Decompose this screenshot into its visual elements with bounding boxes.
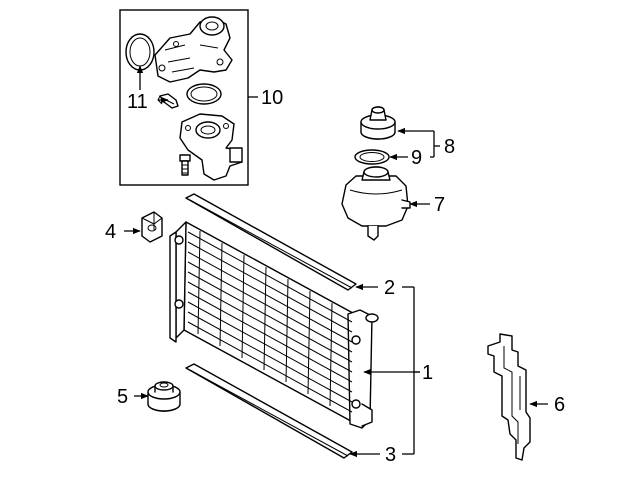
pump-gasket	[186, 83, 222, 105]
cap-seal	[354, 149, 390, 165]
air-deflector	[487, 333, 531, 461]
water-pump-housing	[154, 16, 233, 83]
callout-11: 11	[127, 91, 148, 113]
callout-9: 9	[411, 147, 422, 169]
lower-mount-bushing	[147, 381, 181, 412]
callout-2: 2	[384, 277, 395, 299]
callout-7: 7	[434, 194, 445, 216]
callout-8: 8	[444, 136, 455, 158]
thermostat-housing	[179, 113, 243, 181]
callout-4: 4	[105, 221, 116, 243]
mount-bushing	[141, 211, 163, 243]
pump-o-ring	[125, 33, 155, 71]
callout-3: 3	[385, 444, 396, 466]
leader-lines	[124, 65, 548, 458]
callout-5: 5	[117, 386, 128, 408]
coolant-reservoir	[341, 166, 411, 241]
callout-10: 10	[261, 87, 283, 109]
callout-6: 6	[554, 394, 565, 416]
radiator	[169, 221, 379, 429]
reservoir-cap	[360, 106, 396, 140]
thermostat-bolt	[179, 154, 191, 176]
callout-1: 1	[422, 362, 433, 384]
